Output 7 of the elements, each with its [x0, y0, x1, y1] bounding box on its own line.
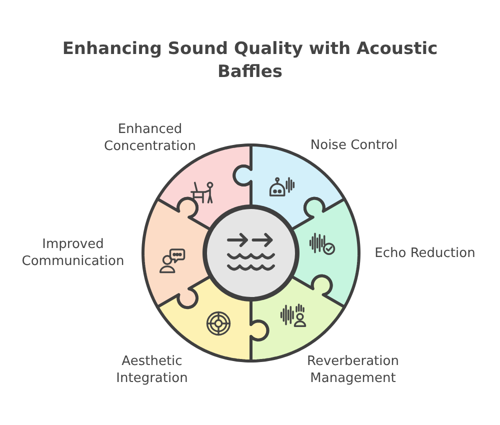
segment-label: Aesthetic Integration [115, 353, 189, 387]
segment-label: Enhanced Concentration [103, 121, 197, 155]
segment-label: Noise Control [309, 137, 399, 154]
segment-label: Echo Reduction [374, 244, 476, 262]
diagram-title: Enhancing Sound Quality with Acoustic Baffles [61, 38, 439, 84]
segment-label: Reverberation Management [306, 352, 400, 387]
segment-label: Improved Communication [20, 236, 126, 270]
